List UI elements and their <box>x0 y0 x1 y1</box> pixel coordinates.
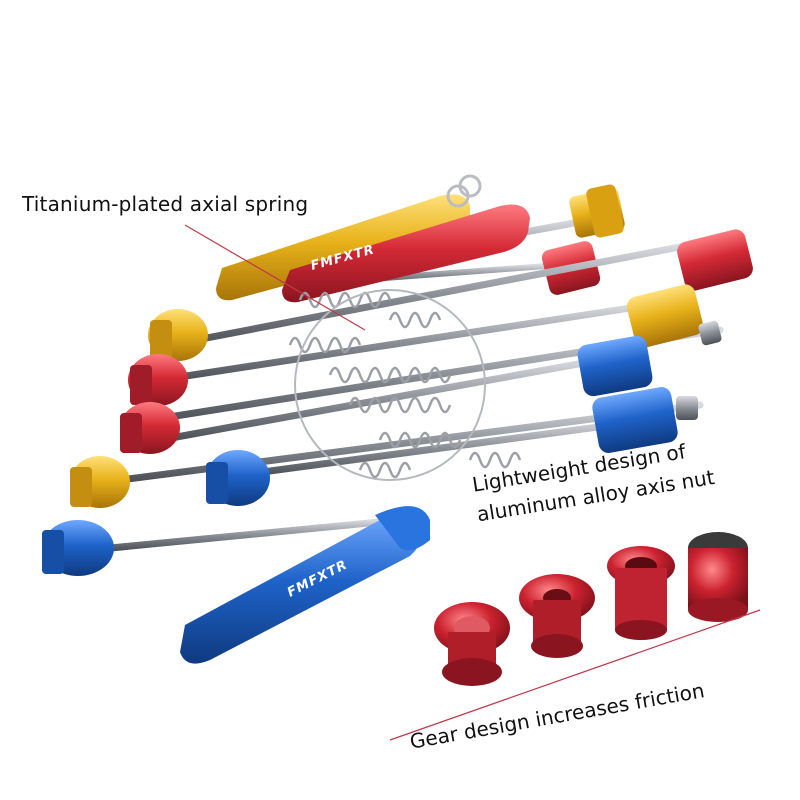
axis-nut-2 <box>519 574 595 658</box>
callout-spring: Titanium-plated axial spring <box>22 192 309 216</box>
leader-lines <box>184 224 761 741</box>
axis-nut-3 <box>607 546 675 640</box>
lever-gold <box>216 174 482 301</box>
left-knobs <box>42 309 270 576</box>
springs <box>288 291 522 479</box>
magnifier-circle <box>294 289 486 481</box>
axis-nut-1 <box>434 602 510 686</box>
axis-nut-4 <box>688 532 748 622</box>
skewer-set: FMFXTR <box>42 174 753 664</box>
axis-nuts <box>434 532 748 686</box>
right-caps <box>577 229 753 453</box>
